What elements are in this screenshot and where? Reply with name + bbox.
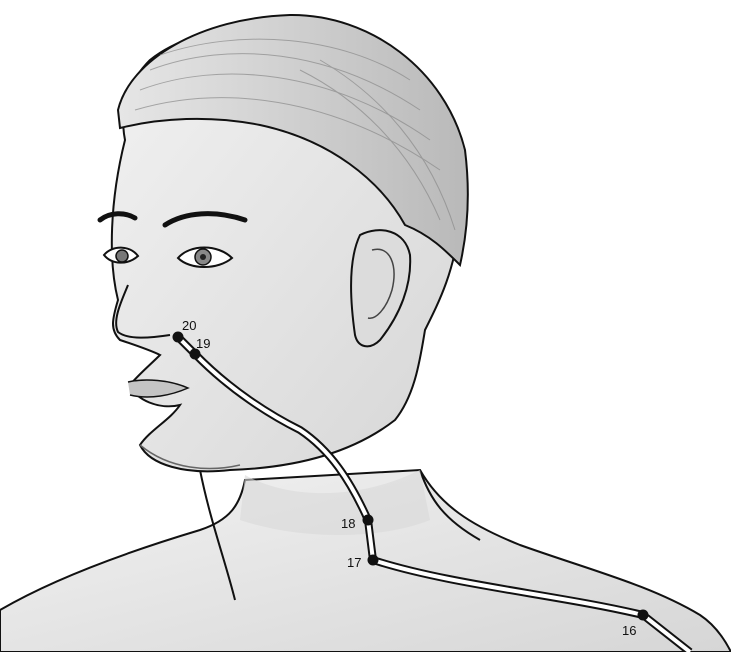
point-20-marker [173,332,184,343]
point-18-label: 18 [341,516,355,531]
point-18-marker [363,515,374,526]
point-19-label: 19 [196,336,210,351]
point-17-marker [368,555,379,566]
left-eye [104,248,138,263]
point-16-marker [638,610,649,621]
point-17-label: 17 [347,555,361,570]
point-16-label: 16 [622,623,636,638]
point-20-label: 20 [182,318,196,333]
